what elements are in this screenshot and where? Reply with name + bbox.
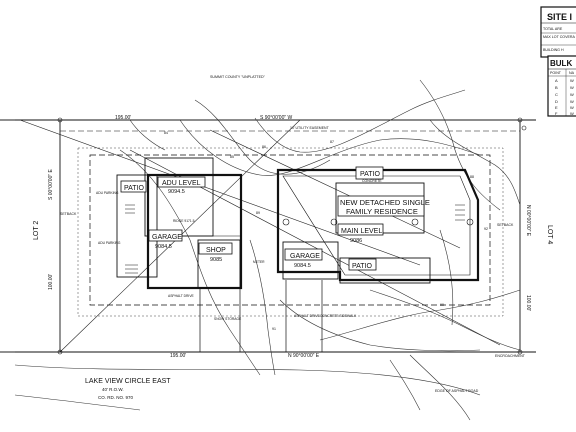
- snow-storage-label: SNOW STORAGE: [214, 317, 242, 321]
- driveways: [199, 280, 323, 352]
- contour-label: 88: [470, 175, 474, 179]
- north-bearing: S 90°00'00" W: [260, 115, 293, 121]
- contour-label: 90: [440, 303, 444, 307]
- svg-text:W: W: [570, 85, 574, 90]
- bulk-row: C W: [555, 92, 574, 97]
- county-label: SUMMIT COUNTY "UNPLATTED": [210, 75, 266, 79]
- site-data-table: SITE I TOTAL ARE MAX LOT COVERA BUILDING…: [540, 6, 576, 58]
- east-length: 100.00': [525, 295, 531, 311]
- site-table-title: SITE I: [547, 12, 572, 22]
- adu-garage-elevation: 9084.5: [155, 244, 172, 250]
- main-patio-top-sub: CONCRETE: [362, 179, 382, 183]
- asphalt-drive-label-2: ASPHALT DRIVE: [294, 314, 321, 318]
- contour-label: 84: [164, 131, 168, 135]
- contour-label: 85: [230, 155, 234, 159]
- west-length: 100.00': [48, 274, 54, 290]
- svg-text:W: W: [570, 111, 574, 116]
- contour-label: 89: [256, 211, 260, 215]
- main-garage-label: GARAGE: [290, 253, 320, 260]
- survey-markers: [57, 117, 527, 355]
- concrete-sidewalk-label: CONCRETE SIDEWALK: [320, 314, 357, 318]
- contour-label: 87: [330, 140, 334, 144]
- north-dimension: 195.00': [115, 115, 131, 121]
- adu-parking-label: ADU PARKING: [96, 191, 119, 195]
- east-bearing: N 00°00'00" E: [525, 205, 531, 237]
- main-patio-bottom-label: PATIO: [352, 263, 373, 270]
- bulk-row: A W: [555, 78, 574, 83]
- shop-label: SHOP: [206, 247, 226, 254]
- ridge-elevation-label: RIDGE 9171.5: [173, 219, 195, 223]
- encroachment-label: ENCROACHMENT: [495, 354, 526, 358]
- svg-text:F: F: [555, 111, 558, 116]
- residence-title-line1: NEW DETACHED SINGLE: [340, 198, 430, 207]
- contour-labels: 84 85 86 87 88 89 90 91 92: [164, 131, 488, 331]
- svg-text:A: A: [555, 78, 558, 83]
- contour-label: 92: [484, 227, 488, 231]
- road-county-number: CO. RD. NO. 970: [98, 395, 134, 400]
- utility-easement-label: 10' UTILITY EASEMENT: [290, 126, 330, 130]
- road-name: LAKE VIEW CIRCLE EAST: [85, 378, 171, 385]
- road-edge: [14, 364, 481, 411]
- adu-level-elevation: 9094.5: [168, 189, 185, 195]
- svg-text:W: W: [570, 78, 574, 83]
- main-level-elevation: 9086: [350, 238, 362, 244]
- contour-label: 86: [262, 145, 266, 149]
- west-bearing: S 00°00'00" E: [48, 168, 54, 200]
- property-boundary: [15, 119, 536, 353]
- contour-label: 91: [272, 327, 276, 331]
- setback-label-east: SETBACK: [497, 223, 514, 227]
- adu-patio-label: PATIO: [124, 185, 145, 192]
- adu-building: PATIO ADU LEVEL 9094.5 GARAGE 9084.5 SHO…: [116, 157, 243, 290]
- south-bearing: N 90°00'00" E: [288, 353, 320, 359]
- svg-text:C: C: [555, 92, 558, 97]
- bulk-row: E W: [555, 105, 574, 110]
- main-house: PATIO CONCRETE NEW DETACHED SINGLE FAMIL…: [276, 166, 480, 284]
- adu-level-label: ADU LEVEL: [162, 180, 201, 187]
- bulk-table-title: BULK: [550, 59, 572, 68]
- svg-text:W: W: [570, 105, 574, 110]
- edge-of-asphalt-label: EDGE OF ASPHALT ROAD: [435, 389, 479, 393]
- main-level-label: MAIN LEVEL: [341, 228, 382, 235]
- boundary-annotations: SUMMIT COUNTY "UNPLATTED" 195.00' S 90°0…: [33, 75, 553, 359]
- road-info: LAKE VIEW CIRCLE EAST 40' R.O.W. CO. RD.…: [85, 378, 479, 400]
- lot-4-label: LOT 4: [546, 225, 553, 244]
- bulk-row: D W: [555, 99, 574, 104]
- south-dimension: 195.00': [170, 353, 186, 359]
- main-garage-elevation: 9084.5: [294, 263, 311, 269]
- main-patio-top-label: PATIO: [360, 171, 381, 178]
- adu-parking-label-2: ADU PARKING: [98, 241, 121, 245]
- bulk-row: F W: [555, 111, 574, 116]
- meter-label: METER: [253, 260, 265, 264]
- svg-text:B: B: [555, 85, 558, 90]
- road-row: 40' R.O.W.: [102, 387, 124, 392]
- bulk-header-name: NA: [569, 71, 575, 75]
- site-table-row: MAX LOT COVERA: [543, 35, 575, 39]
- adu-garage-label: GARAGE: [152, 234, 182, 241]
- svg-text:W: W: [570, 92, 574, 97]
- shop-elevation: 9085: [210, 257, 222, 263]
- lot-2-label: LOT 2: [33, 221, 40, 240]
- svg-text:E: E: [555, 105, 558, 110]
- setback-label-west: SETBACK: [60, 212, 77, 216]
- bulk-header-point: POINT: [550, 71, 562, 75]
- bulk-row: B W: [555, 85, 574, 90]
- svg-text:D: D: [555, 99, 558, 104]
- svg-text:W: W: [570, 99, 574, 104]
- residence-title-line2: FAMILY RESIDENCE: [346, 207, 418, 216]
- asphalt-drive-label: ASPHALT DRIVE: [168, 294, 195, 298]
- site-table-row: BUILDING H: [543, 48, 564, 52]
- bulk-table: BULK POINT NA A W B W C W D W E W F W: [547, 55, 576, 117]
- site-table-row: TOTAL ARE: [543, 27, 563, 31]
- contour-lines: [119, 79, 521, 421]
